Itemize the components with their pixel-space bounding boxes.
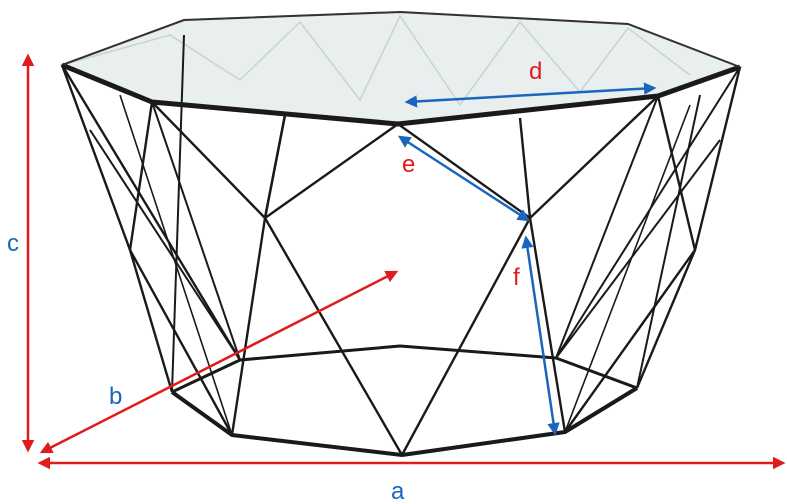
wire-front-6: [518, 117, 567, 433]
wire-front-11: [263, 114, 287, 219]
label-a: a: [391, 478, 405, 504]
dimension-e-arrow: [397, 135, 531, 222]
label-c: c: [7, 230, 19, 257]
dimension-arrows: [21, 53, 786, 470]
label-f: f: [513, 264, 520, 291]
wire-front-9: [635, 66, 742, 389]
glass-reflection-lines: [61, 14, 691, 107]
wire-front-10: [61, 63, 153, 104]
base-frame: [170, 344, 639, 457]
label-e: e: [402, 151, 415, 178]
wire-back-6: [636, 94, 701, 389]
wire-back-7: [89, 129, 241, 361]
label-b: b: [109, 383, 122, 410]
wire-back-8: [555, 139, 721, 359]
wire-front-4: [263, 114, 404, 456]
wire-back-10: [564, 104, 691, 433]
label-d: d: [529, 58, 542, 85]
base-front: [170, 386, 639, 457]
dimension-f-arrow: [521, 235, 560, 436]
glass-back-edge: [61, 10, 741, 68]
dimension-labels: a b c d e f: [7, 58, 542, 504]
glass-top: [59, 10, 743, 127]
wire-front-5: [264, 122, 532, 456]
wire-back-5: [555, 95, 659, 359]
wire-front-7: [529, 95, 659, 219]
dimension-b-arrow: [39, 270, 399, 454]
dimension-d-arrow: [404, 82, 657, 108]
